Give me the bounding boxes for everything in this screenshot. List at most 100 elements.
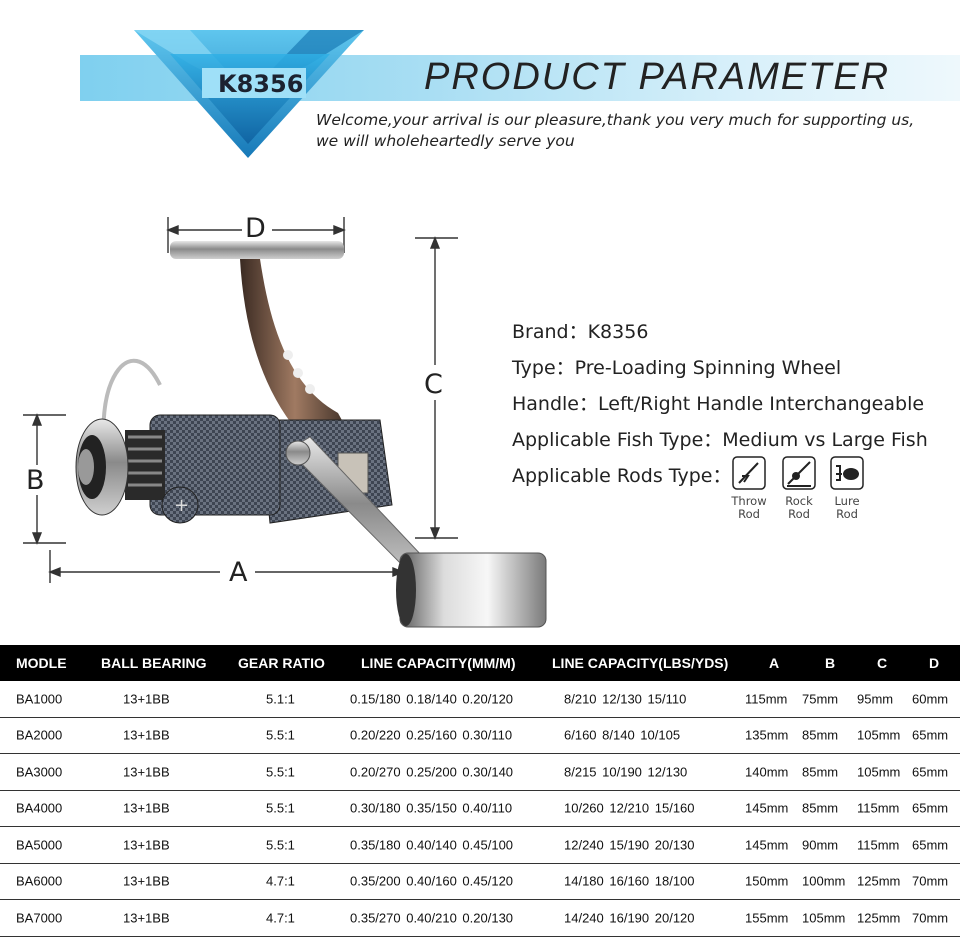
cell-ball-bearing: 13+1BB <box>123 764 170 780</box>
cell-model: BA2000 <box>16 727 63 743</box>
welcome-line-1: Welcome,your arrival is our pleasure,tha… <box>316 111 915 129</box>
cell-model: BA4000 <box>16 800 63 816</box>
cell-a: 155mm <box>745 910 789 926</box>
svg-text:+: + <box>174 495 189 516</box>
cell-ball-bearing: 13+1BB <box>123 727 170 743</box>
header-d: D <box>929 655 940 671</box>
cell-c: 125mm <box>857 873 901 889</box>
reel-image: + <box>23 217 547 628</box>
spec-fish-type: Applicable Fish Type：Medium vs Large Fis… <box>512 429 928 451</box>
cell-ball-bearing: 13+1BB <box>123 910 170 926</box>
dimension-b-label: B <box>26 465 45 496</box>
cell-model: BA3000 <box>16 764 63 780</box>
cell-ball-bearing: 13+1BB <box>123 691 170 707</box>
table-row: BA6000 13+1BB 4.7:1 0.35/200 0.40/160 0.… <box>0 864 960 900</box>
cell-line-capacity-mm: 0.35/200 0.40/160 0.45/120 <box>350 873 514 889</box>
cell-ball-bearing: 13+1BB <box>123 837 170 853</box>
cell-gear-ratio: 4.7:1 <box>266 873 295 889</box>
cell-a: 145mm <box>745 800 789 816</box>
page-title: PRODUCT PARAMETER <box>424 56 891 98</box>
cell-d: 65mm <box>912 727 949 743</box>
spec-type: Type：Pre-Loading Spinning Wheel <box>512 357 842 379</box>
lure-rod-label: Lure Rod <box>821 495 873 521</box>
dimension-a-label: A <box>229 557 248 588</box>
throw-rod-icon <box>732 456 766 490</box>
cell-gear-ratio: 5.5:1 <box>266 837 295 853</box>
lure-rod-label-line2: Rod <box>836 507 858 521</box>
rock-rod-label-line1: Rock <box>785 494 813 508</box>
welcome-message: Welcome,your arrival is our pleasure,tha… <box>316 110 914 152</box>
cell-b: 90mm <box>802 837 839 853</box>
cell-line-capacity-mm: 0.30/180 0.35/150 0.40/110 <box>350 800 513 816</box>
cell-line-capacity-lbs: 6/160 8/140 10/105 <box>564 727 681 743</box>
throw-rod-label-line2: Rod <box>738 507 760 521</box>
cell-model: BA1000 <box>16 691 63 707</box>
logo-badge <box>134 30 364 158</box>
cell-a: 135mm <box>745 727 789 743</box>
table-row: BA7000 13+1BB 4.7:1 0.35/270 0.40/210 0.… <box>0 900 960 937</box>
cell-model: BA6000 <box>16 873 63 889</box>
lure-rod-label-line1: Lure <box>834 494 860 508</box>
throw-rod-label: Throw Rod <box>723 495 775 521</box>
cell-b: 100mm <box>802 873 846 889</box>
cell-b: 85mm <box>802 727 839 743</box>
cell-d: 65mm <box>912 800 949 816</box>
rock-rod-label: Rock Rod <box>773 495 825 521</box>
cell-line-capacity-mm: 0.35/270 0.40/210 0.20/130 <box>350 910 514 926</box>
header-line-capacity-lbs: LINE CAPACITY(LBS/YDS) <box>552 655 729 671</box>
cell-gear-ratio: 5.5:1 <box>266 800 295 816</box>
cell-d: 60mm <box>912 691 949 707</box>
cell-a: 140mm <box>745 764 789 780</box>
cell-b: 105mm <box>802 910 846 926</box>
cell-line-capacity-lbs: 12/240 15/190 20/130 <box>564 837 695 853</box>
cell-line-capacity-lbs: 14/240 16/190 20/120 <box>564 910 695 926</box>
dimension-d-label: D <box>245 213 266 244</box>
header-model: MODLE <box>16 655 67 671</box>
cell-a: 150mm <box>745 873 789 889</box>
header-c: C <box>877 655 888 671</box>
cell-d: 65mm <box>912 764 949 780</box>
cell-line-capacity-mm: 0.20/220 0.25/160 0.30/110 <box>350 727 513 743</box>
cell-gear-ratio: 5.1:1 <box>266 691 295 707</box>
cell-b: 85mm <box>802 800 839 816</box>
cell-a: 145mm <box>745 837 789 853</box>
spec-rods-type: Applicable Rods Type： <box>512 465 732 487</box>
header-a: A <box>769 655 780 671</box>
header-gear-ratio: GEAR RATIO <box>238 655 325 671</box>
cell-d: 70mm <box>912 873 949 889</box>
welcome-line-2: we will wholeheartedly serve you <box>316 132 575 150</box>
cell-c: 105mm <box>857 727 901 743</box>
table-row: BA1000 13+1BB 5.1:1 0.15/180 0.18/140 0.… <box>0 681 960 718</box>
cell-line-capacity-lbs: 14/180 16/160 18/100 <box>564 873 695 889</box>
cell-line-capacity-lbs: 8/215 10/190 12/130 <box>564 764 688 780</box>
table-row: BA3000 13+1BB 5.5:1 0.20/270 0.25/200 0.… <box>0 754 960 791</box>
table-row: BA4000 13+1BB 5.5:1 0.30/180 0.35/150 0.… <box>0 791 960 827</box>
header-line-capacity-mm: LINE CAPACITY(MM/M) <box>361 655 516 671</box>
table-header-row: MODLE BALL BEARING GEAR RATIO LINE CAPAC… <box>0 645 960 681</box>
rock-rod-icon <box>782 456 816 490</box>
cell-b: 75mm <box>802 691 839 707</box>
table-body: BA1000 13+1BB 5.1:1 0.15/180 0.18/140 0.… <box>0 681 960 937</box>
cell-a: 115mm <box>745 691 788 707</box>
cell-c: 125mm <box>857 910 901 926</box>
cell-gear-ratio: 5.5:1 <box>266 727 295 743</box>
spec-handle: Handle：Left/Right Handle Interchangeable <box>512 393 925 415</box>
cell-line-capacity-lbs: 10/260 12/210 15/160 <box>564 800 695 816</box>
lure-rod-icon <box>830 456 864 490</box>
spec-brand: Brand：K8356 <box>512 321 649 343</box>
cell-d: 65mm <box>912 837 949 853</box>
header-ball-bearing: BALL BEARING <box>101 655 207 671</box>
cell-line-capacity-mm: 0.15/180 0.18/140 0.20/120 <box>350 691 514 707</box>
dimension-c-label: C <box>424 369 443 400</box>
cell-c: 115mm <box>857 800 900 816</box>
cell-ball-bearing: 13+1BB <box>123 800 170 816</box>
cell-line-capacity-mm: 0.35/180 0.40/140 0.45/100 <box>350 837 514 853</box>
cell-c: 105mm <box>857 764 901 780</box>
cell-b: 85mm <box>802 764 839 780</box>
throw-rod-label-line1: Throw <box>731 494 767 508</box>
cell-model: BA7000 <box>16 910 63 926</box>
cell-gear-ratio: 5.5:1 <box>266 764 295 780</box>
cell-line-capacity-mm: 0.20/270 0.25/200 0.30/140 <box>350 764 514 780</box>
table-row: BA2000 13+1BB 5.5:1 0.20/220 0.25/160 0.… <box>0 718 960 754</box>
cell-line-capacity-lbs: 8/210 12/130 15/110 <box>564 691 687 707</box>
